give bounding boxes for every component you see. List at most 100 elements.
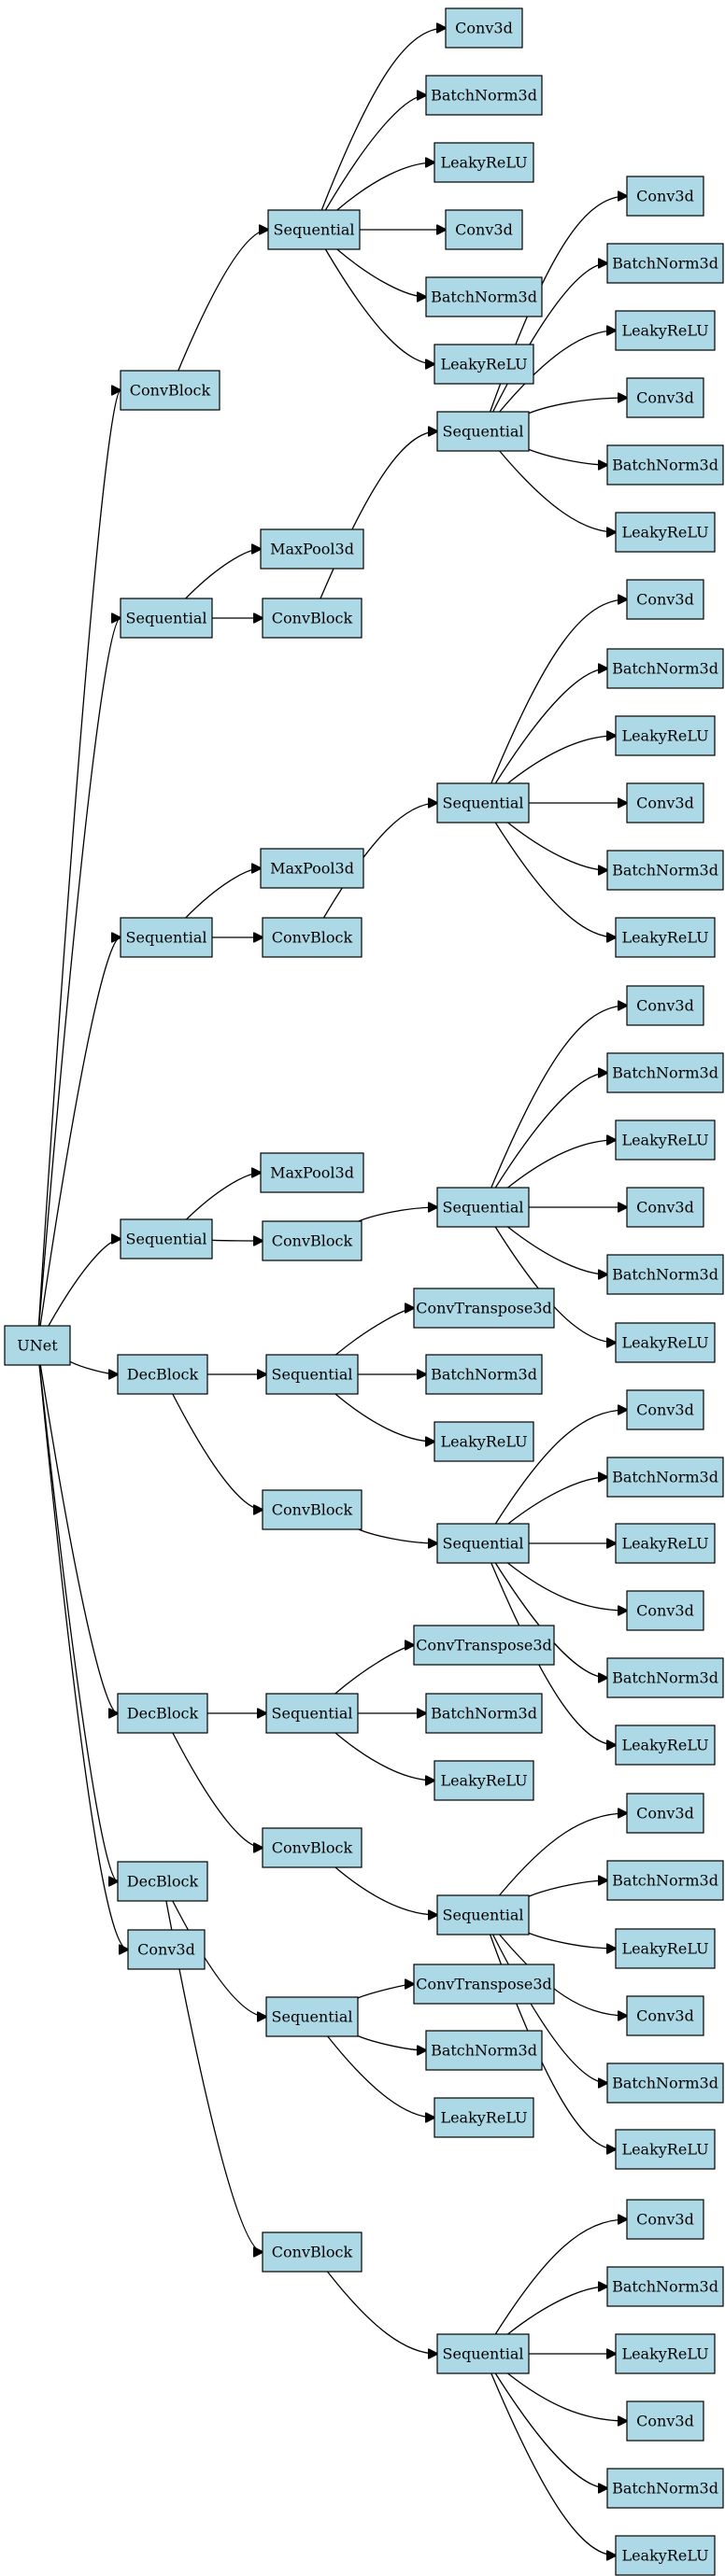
node-e1_conv1: Conv3d [626,1389,704,1430]
node-label: ConvBlock [272,2244,353,2261]
node-label: Sequential [443,1907,524,1924]
node-box [413,1288,555,1329]
node-box [434,142,534,183]
edge-down3_seq-to-d3_lr2 [494,1226,616,1343]
node-label: LeakyReLU [440,1772,527,1790]
node-box [413,1964,555,2005]
edge-dec1_cbseq-to-e1_conv2 [507,1562,628,1611]
node-label: Conv3d [636,997,694,1015]
node-dec3_cbseq: Sequential [436,2333,530,2374]
node-label: LeakyReLU [621,929,708,947]
node-label: BatchNorm3d [612,1469,718,1486]
node-box [606,1657,724,1698]
edge-dec3_seq-to-dec3_ct [357,1984,414,1999]
node-label: Conv3d [636,2211,694,2229]
edge-down3_seq-to-d3_bn2 [507,1226,608,1274]
edge-down3_cb-to-down3_seq [358,1207,437,1222]
node-box [615,1928,716,1969]
node-box [615,1724,716,1766]
edge-dec1_cbseq-to-e1_conv1 [494,1410,627,1525]
node-e3_conv2: Conv3d [626,2400,704,2442]
node-label: LeakyReLU [621,1535,708,1553]
edge-seq_enc1-to-c1_conv1 [320,28,446,211]
node-label: LeakyReLU [621,322,708,340]
node-box [615,310,716,351]
node-label: Conv3d [636,2413,694,2430]
edge-dec1_cb-to-dec1_cbseq [358,1528,437,1543]
node-label: Sequential [443,1535,524,1553]
node-down1_mp: MaxPool3d [260,528,364,570]
node-label: BatchNorm3d [612,660,718,678]
node-e1_bn2: BatchNorm3d [606,1657,724,1698]
node-dec1_cb: ConvBlock [262,1489,362,1530]
node-box [626,377,704,418]
node-label: BatchNorm3d [612,457,718,474]
edge-seq_enc1-to-c1_lr2 [324,248,434,364]
node-down3: Sequential [120,1218,213,1260]
node-box [120,917,213,958]
edge-down2_seq-to-d2_lr2 [494,822,616,937]
node-box [434,344,534,385]
node-label: Conv3d [137,1941,195,1959]
edge-dec1_cbseq-to-e1_lr2 [490,1562,616,1745]
node-label: BatchNorm3d [612,2480,718,2498]
node-label: DecBlock [127,1873,199,1891]
node-e2_lr1: LeakyReLU [615,1928,716,1969]
node-down2_mp: MaxPool3d [260,848,364,889]
node-e1_lr2: LeakyReLU [615,1724,716,1766]
node-label: Sequential [126,1231,207,1248]
node-c1_lr1: LeakyReLU [434,142,534,183]
node-box [436,1894,530,1936]
node-box [425,276,543,317]
node-box [615,2333,716,2374]
node-e2_bn1: BatchNorm3d [606,1860,724,1901]
node-box [626,2199,704,2240]
node-label: LeakyReLU [621,727,708,745]
node-dec3_bn: BatchNorm3d [425,2030,543,2071]
node-box [265,1693,359,1734]
node-e3_lr2: LeakyReLU [615,2535,716,2576]
node-d1_lr2: LeakyReLU [615,512,716,553]
edge-down3_seq-to-d3_conv1 [490,1006,627,1189]
node-box [265,1354,359,1395]
edge-dec2_cbseq-to-e2_conv2 [499,1934,627,2016]
node-label: BatchNorm3d [612,2278,718,2296]
node-dec2_cbseq: Sequential [436,1894,530,1936]
node-label: BatchNorm3d [612,255,718,273]
node-box [606,2266,724,2307]
node-label: LeakyReLU [621,524,708,542]
node-label: BatchNorm3d [431,1366,537,1384]
node-label: ConvBlock [272,610,353,627]
edge-dec1_cbseq-to-e1_bn1 [507,1477,607,1525]
node-d2_bn1: BatchNorm3d [606,648,724,689]
node-label: LeakyReLU [621,1737,708,1754]
node-dec2_lr: LeakyReLU [434,1760,534,1801]
edge-unet-to-dec3 [38,1364,118,1881]
node-e2_conv2: Conv3d [626,1995,704,2036]
node-box [606,2062,724,2104]
node-label: Conv3d [636,389,694,407]
node-label: Conv3d [636,795,694,812]
node-box [260,1152,364,1193]
node-e1_lr1: LeakyReLU [615,1523,716,1564]
node-box [262,2231,362,2273]
node-box [606,1457,724,1498]
node-box [626,2400,704,2442]
node-label: Conv3d [455,20,513,37]
edge-dec3_cbseq-to-e3_bn2 [494,2372,607,2488]
node-c1_bn1: BatchNorm3d [425,75,543,116]
edge-down2_seq-to-d2_bn2 [507,822,608,870]
edge-dec2_cbseq-to-e2_bn1 [528,1880,607,1897]
node-box [436,1523,530,1564]
node-down2_cb: ConvBlock [262,917,362,958]
node-e2_bn2: BatchNorm3d [606,2062,724,2104]
node-down2: Sequential [120,917,213,958]
node-label: BatchNorm3d [612,862,718,880]
node-e2_lr2: LeakyReLU [615,2129,716,2170]
node-e3_conv1: Conv3d [626,2199,704,2240]
node-d1_lr1: LeakyReLU [615,310,716,351]
node-box [626,176,704,217]
node-box [626,985,704,1026]
node-box [120,598,213,639]
node-box [626,1389,704,1430]
